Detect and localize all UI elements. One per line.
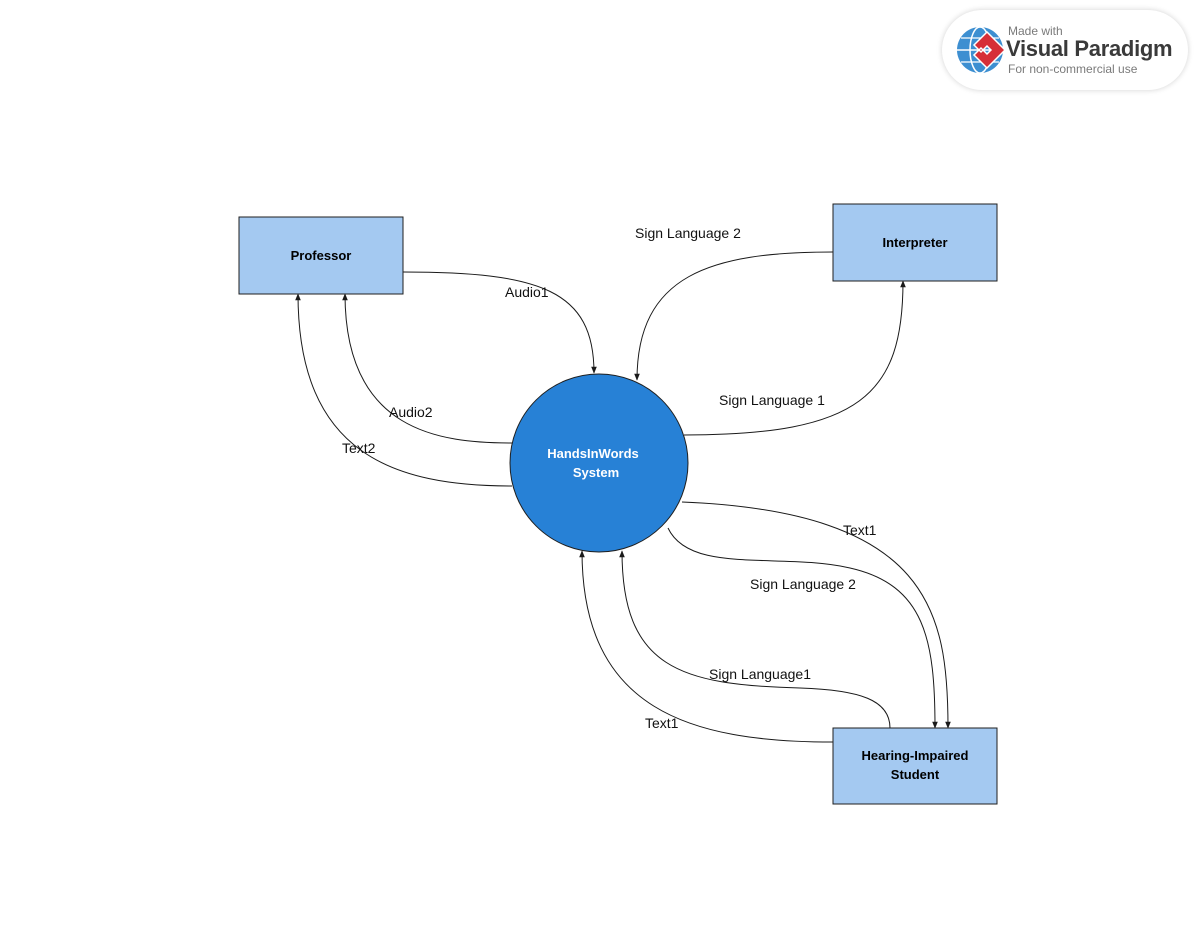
- flow-label-audio2: Audio2: [389, 404, 433, 420]
- watermark-note: For non-commercial use: [1008, 62, 1138, 76]
- watermark-made-with: Made with: [1008, 24, 1063, 38]
- entity-interpreter[interactable]: Interpreter: [832, 203, 998, 282]
- entity-student-box[interactable]: [832, 727, 998, 805]
- entity-student-label-line2: Student: [891, 767, 940, 782]
- process-handsinwords-system[interactable]: HandsInWords System: [509, 373, 689, 553]
- visual-paradigm-watermark: Made with Visual Paradigm For non-commer…: [942, 10, 1188, 90]
- entity-interpreter-label: Interpreter: [882, 235, 947, 250]
- flow-label-sign-language-2-bottom: Sign Language 2: [750, 576, 856, 592]
- flow-lines: [295, 251, 951, 743]
- flow-label-text1-right: Text1: [843, 522, 877, 538]
- flow-text1-right-line: [681, 501, 951, 729]
- visual-paradigm-logo-icon: [957, 26, 1007, 74]
- entity-interpreter-box[interactable]: [832, 203, 998, 282]
- entity-professor[interactable]: Professor: [238, 216, 404, 295]
- process-label-line1: HandsInWords: [547, 446, 639, 461]
- flow-label-sign-language-1-bottom: Sign Language1: [709, 666, 811, 682]
- flow-sign-language-1-bottom-line: [619, 550, 891, 729]
- entity-professor-label: Professor: [291, 248, 352, 263]
- flow-label-text2: Text2: [342, 440, 376, 456]
- process-circle[interactable]: [509, 373, 689, 553]
- flow-text2-line: [295, 293, 513, 487]
- flow-sign-language-2-bottom-line: [667, 527, 938, 729]
- entity-professor-box[interactable]: [238, 216, 404, 295]
- flow-audio1-line: [402, 271, 597, 374]
- flow-sign-language-2-top-line: [634, 251, 834, 381]
- flow-labels: Audio1 Audio2 Text2 Sign Language 2 Sign…: [342, 225, 877, 731]
- watermark-brand: Visual Paradigm: [1006, 36, 1173, 61]
- flow-sign-language-1-top-line: [683, 280, 906, 436]
- flow-label-sign-language-2-top: Sign Language 2: [635, 225, 741, 241]
- flow-label-audio1: Audio1: [505, 284, 549, 300]
- flow-label-text1-bottom: Text1: [645, 715, 679, 731]
- flow-label-sign-language-1-top: Sign Language 1: [719, 392, 825, 408]
- entity-student-label-line1: Hearing-Impaired: [862, 748, 969, 763]
- process-label-line2: System: [573, 465, 619, 480]
- entity-hearing-impaired-student[interactable]: Hearing-Impaired Student: [832, 727, 998, 805]
- flow-audio2-line: [342, 293, 513, 444]
- flow-text1-bottom-line: [579, 550, 834, 743]
